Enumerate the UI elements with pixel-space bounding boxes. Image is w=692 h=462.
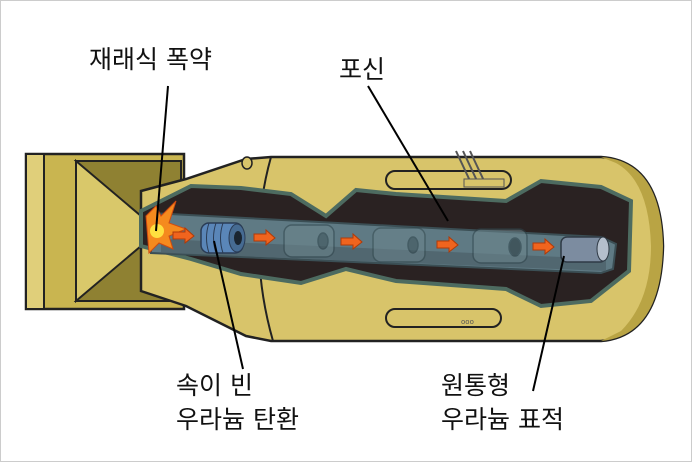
svg-text:ooo: ooo xyxy=(461,318,474,326)
label-projectile-line2: 우라늄 탄환 xyxy=(176,405,299,434)
projectile xyxy=(200,222,246,254)
label-target-line2: 우라늄 표적 xyxy=(441,405,564,434)
arrow-icon xyxy=(172,226,195,245)
arrow-icon xyxy=(532,237,555,256)
label-target-line1: 원통형 xyxy=(441,371,511,400)
label-conventional-explosive: 재래식 폭약 xyxy=(89,45,212,74)
arrow-icon xyxy=(253,228,276,247)
uranium-target xyxy=(560,236,610,263)
label-projectile-line1: 속이 빈 xyxy=(176,371,253,400)
motion-arrows xyxy=(172,226,555,256)
projectile-motion-ghosts xyxy=(283,224,528,264)
arrow-icon xyxy=(436,235,459,254)
leader-lines xyxy=(155,85,565,392)
label-gun-barrel: 포신 xyxy=(339,55,386,84)
arrow-icon xyxy=(340,232,363,251)
